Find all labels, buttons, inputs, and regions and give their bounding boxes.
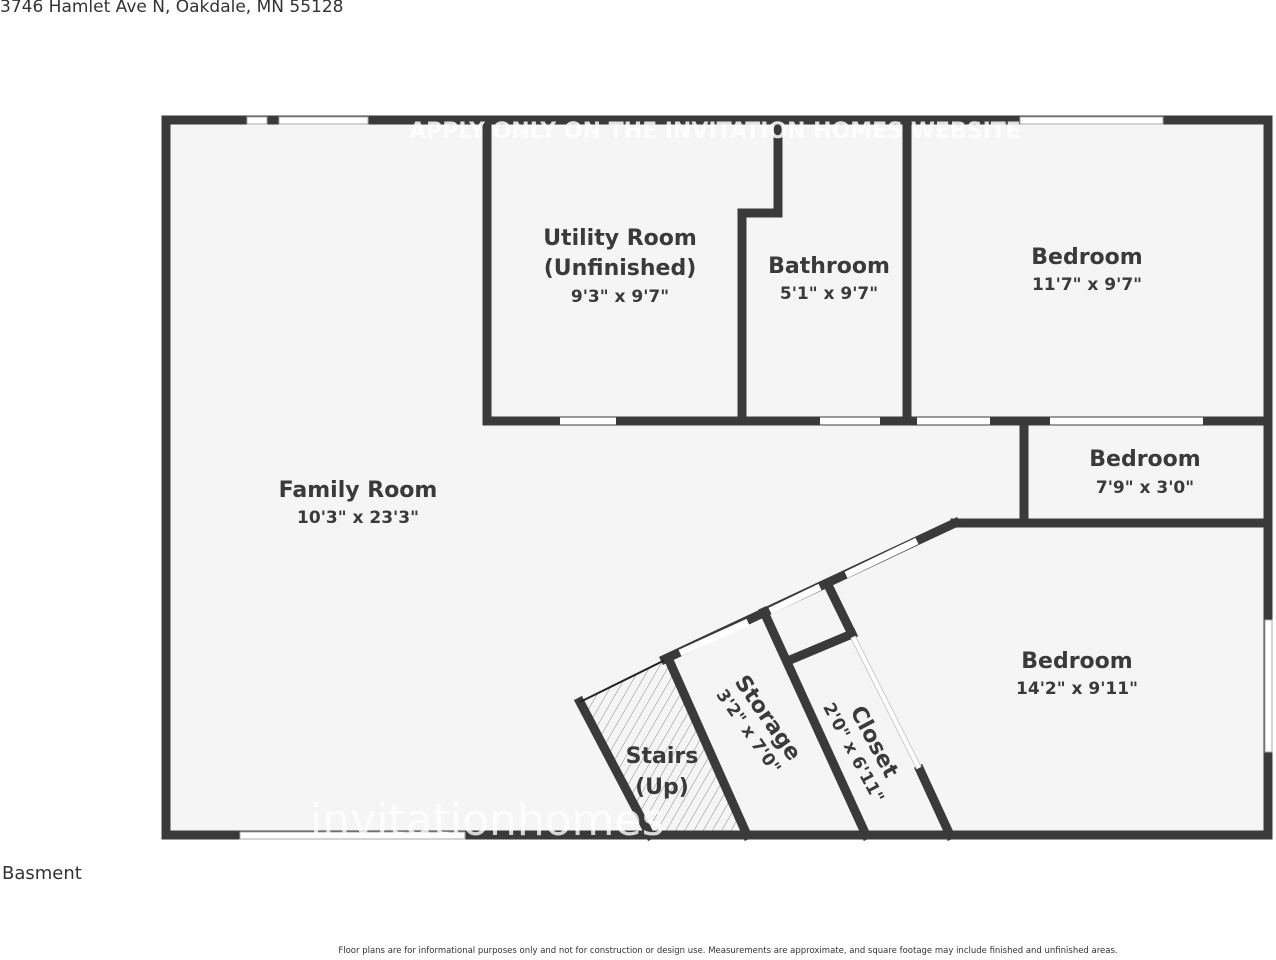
room-dims: 7'9" x 3'0" bbox=[1096, 478, 1194, 498]
room-dims: 14'2" x 9'11" bbox=[1016, 679, 1138, 699]
room-dims: 5'1" x 9'7" bbox=[780, 284, 878, 304]
address-header: 3746 Hamlet Ave N, Oakdale, MN 55128 bbox=[0, 0, 344, 17]
room-dims: 11'7" x 9'7" bbox=[1032, 275, 1142, 295]
room-name: Bedroom bbox=[1089, 447, 1200, 472]
room-name-2: (Up) bbox=[635, 775, 689, 800]
windows bbox=[239, 116, 1273, 840]
room-name-2: (Unfinished) bbox=[544, 256, 697, 281]
room-name: Bathroom bbox=[768, 254, 890, 279]
floor-label: Basment bbox=[2, 863, 82, 884]
stairs-hatch bbox=[580, 660, 745, 835]
room-name: Stairs bbox=[626, 744, 699, 769]
room-name: Bedroom bbox=[1021, 649, 1132, 674]
disclaimer: Floor plans are for informational purpos… bbox=[338, 946, 1118, 956]
room-name: Utility Room bbox=[543, 226, 697, 251]
room-name: Bedroom bbox=[1031, 245, 1142, 270]
room-labels: Utility Room (Unfinished) 9'3" x 9'7" Ba… bbox=[279, 226, 1201, 806]
room-dims: 9'3" x 9'7" bbox=[571, 287, 669, 307]
logo-watermark: invitationhomes bbox=[310, 795, 665, 846]
room-name: Family Room bbox=[279, 478, 438, 503]
room-dims: 10'3" x 23'3" bbox=[297, 508, 419, 528]
watermark-text: APPLY ONLY ON THE INVITATION HOMES WEBSI… bbox=[409, 119, 1021, 144]
floor-area bbox=[166, 120, 1268, 835]
door-openings bbox=[560, 417, 1203, 657]
